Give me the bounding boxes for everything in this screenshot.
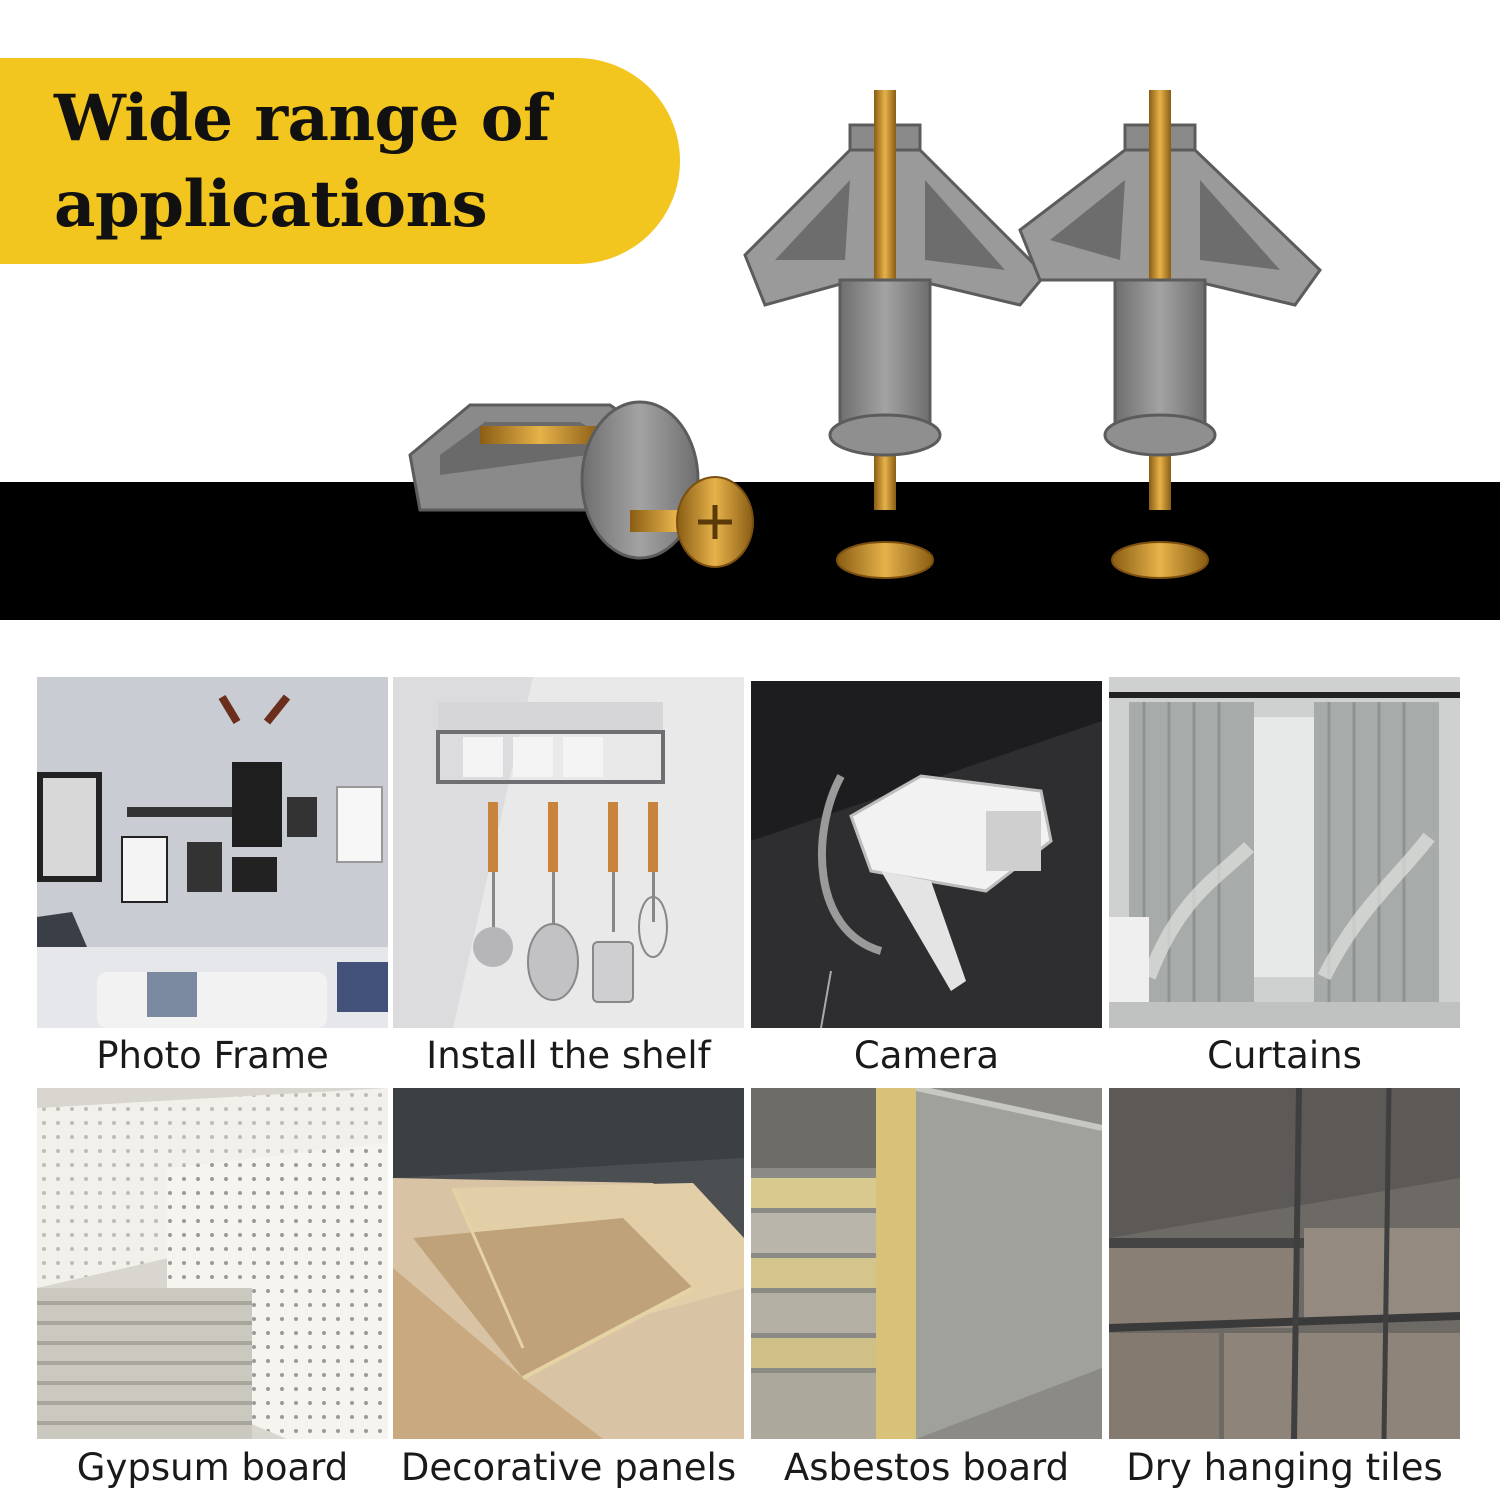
page-title: Wide range of applications [54,76,551,248]
caption-asbestos-board: Asbestos board [783,1446,1070,1489]
caption-curtains: Curtains [1207,1034,1362,1077]
curtains-image [1109,677,1460,1028]
gypsum-board-image [37,1088,388,1439]
photo-frame-image [37,677,388,1028]
caption-decorative-panels: Decorative panels [400,1446,737,1489]
camera-image [751,681,1102,1028]
lying-anchor [408,400,754,568]
asbestos-board-image [751,1088,1102,1439]
dry-hanging-tiles-image [1109,1088,1460,1439]
decorative-panels-image [393,1088,744,1439]
caption-gypsum-board: Gypsum board [76,1446,349,1489]
title-line-2: applications [54,167,488,242]
caption-dry-hanging-tiles: Dry hanging tiles [1126,1446,1443,1489]
standing-anchor-right [1018,90,1322,579]
caption-photo-frame: Photo Frame [96,1034,329,1077]
install-shelf-image [393,677,744,1028]
standing-anchor-left [743,90,1048,579]
caption-camera: Camera [853,1034,1000,1077]
anchor-product-image [408,90,1322,579]
caption-install-shelf: Install the shelf [426,1034,711,1077]
headline-banner [0,58,680,264]
title-line-1: Wide range of [54,81,551,156]
